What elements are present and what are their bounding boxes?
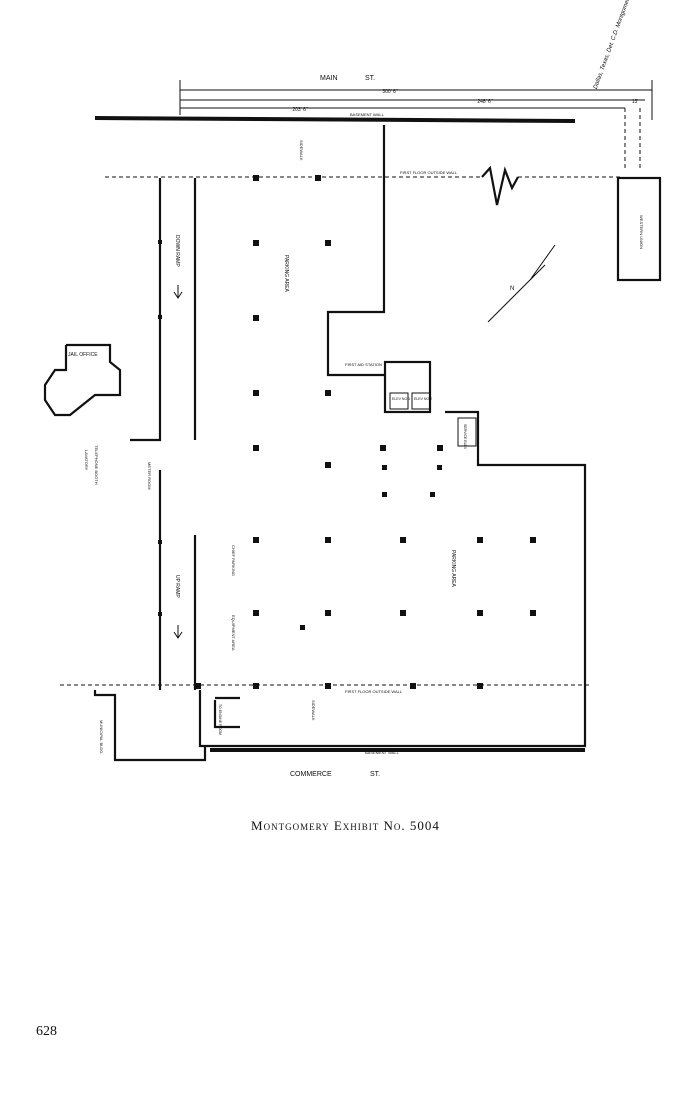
parking-area-1-label: PARKING AREA [283,255,289,293]
page-number: 628 [36,1024,57,1039]
basement-wall-bottom-label: BASEMENT WALL [365,750,400,755]
first-floor-wall-top: FIRST FLOOR OUTSIDE WALL [105,165,620,206]
sidewalk-top-label: SIDEWALK [299,140,304,161]
service-elev-label: SERVICE ELEV [463,424,467,450]
sidewalk-bottom-label: SIDEWALK [311,700,316,721]
elev-2-label: ELEV NO 2 [414,397,432,401]
first-floor-wall-top-label: FIRST FLOOR OUTSIDE WALL [400,170,458,175]
handwritten-annotation: Dallas, Texas, Det. C.D. Montgomery, 196… [593,0,647,90]
western-union-label: WESTERN UNION [639,215,644,249]
dim-side: 13' [632,99,639,105]
basement-wall-top: BASEMENT WALL [94,108,641,170]
parking-area-2-label: PARKING AREA [450,550,456,588]
municipal-bldg-label: MUNICIPAL BLDG. [99,720,104,754]
ramp-down: DOWN RAMP [173,235,183,299]
building-outline: BASEMENT WALL FIRST FLOOR OUTSIDE WALL [60,125,590,762]
street-main-suffix: ST. [365,75,375,82]
to-engine-room-label: TO ENGINE ROOM [218,704,222,735]
dim-outer: 300' 6" [382,89,397,95]
meter-room-label: METER ROOM [147,462,152,490]
columns [158,175,536,689]
north-arrow: N [487,244,556,323]
dimension-lines: 300' 6" 248' 6" 203' 6" 13' [179,80,653,120]
elev-1-label: ELEV NO 1 [392,397,410,401]
jail-office-label: JAIL OFFICE [68,352,98,358]
equipment-area-label: EQUIPMENT AREA [231,615,236,651]
basement-wall-top-label: BASEMENT WALL [350,112,385,117]
chief-parking-label: CHIEF PARKING [231,545,236,576]
figure-caption: Montgomery Exhibit No. 5004 [251,818,440,833]
ramp-down-label: DOWN RAMP [174,235,180,267]
street-main: MAIN [320,75,338,82]
elevators: ELEV NO 1 ELEV NO 2 SERVICE ELEV [383,360,477,450]
street-commerce-suffix: ST. [370,771,380,778]
ramp-up: UP RAMP [173,575,183,639]
lavatory-label: LAVATORY [84,450,89,471]
western-union-booth: WESTERN UNION [616,176,662,282]
dim-inner: 203' 6" [292,107,307,113]
telephone-booth-label: TELEPHONE BOOTH [94,445,99,485]
first-floor-wall-bottom-label: FIRST FLOOR OUTSIDE WALL [345,689,403,694]
floor-plan-diagram: 300' 6" 248' 6" 203' 6" 13' MAIN ST. BAS… [43,0,662,778]
street-commerce: COMMERCE [290,771,332,778]
jail-office: JAIL OFFICE [43,343,122,417]
ramp-up-label: UP RAMP [174,575,180,598]
first-aid-label: FIRST AID STATION [345,362,382,367]
dim-right: 248' 6" [477,99,492,105]
north-marker: N [510,286,514,292]
